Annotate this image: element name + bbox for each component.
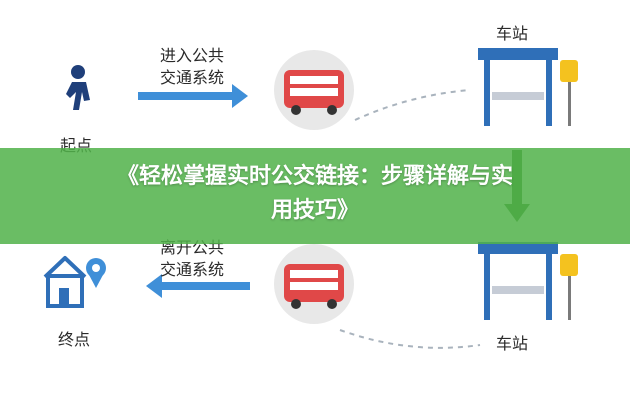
walking-person-icon [66,65,90,110]
banner-title-line2: 用技巧》 [270,198,359,223]
enter-label-line2: 交通系统 [160,68,225,87]
arrow-right-icon [138,84,248,108]
bus-station-icon-top [478,48,578,126]
station-label-top: 车站 [496,24,529,43]
dashed-connector-bottom [339,329,481,349]
enter-label-line1: 进入公共 [160,46,225,65]
banner-title: 《轻松掌握实时公交链接：步骤详解与实 用技巧》 [10,160,620,228]
banner-title-line1: 《轻松掌握实时公交链接：步骤详解与实 [116,164,513,189]
title-banner [0,148,630,244]
end-label: 终点 [58,330,91,349]
home-location-icon [43,256,106,308]
arrow-left-icon [146,274,250,298]
double-decker-bus-icon-top [274,50,354,130]
dashed-connector-top [354,89,471,121]
leave-label-line2: 交通系统 [160,260,225,279]
double-decker-bus-icon-bottom [274,244,354,324]
station-label-bottom: 车站 [496,334,529,353]
bus-station-icon-bottom [478,242,578,320]
